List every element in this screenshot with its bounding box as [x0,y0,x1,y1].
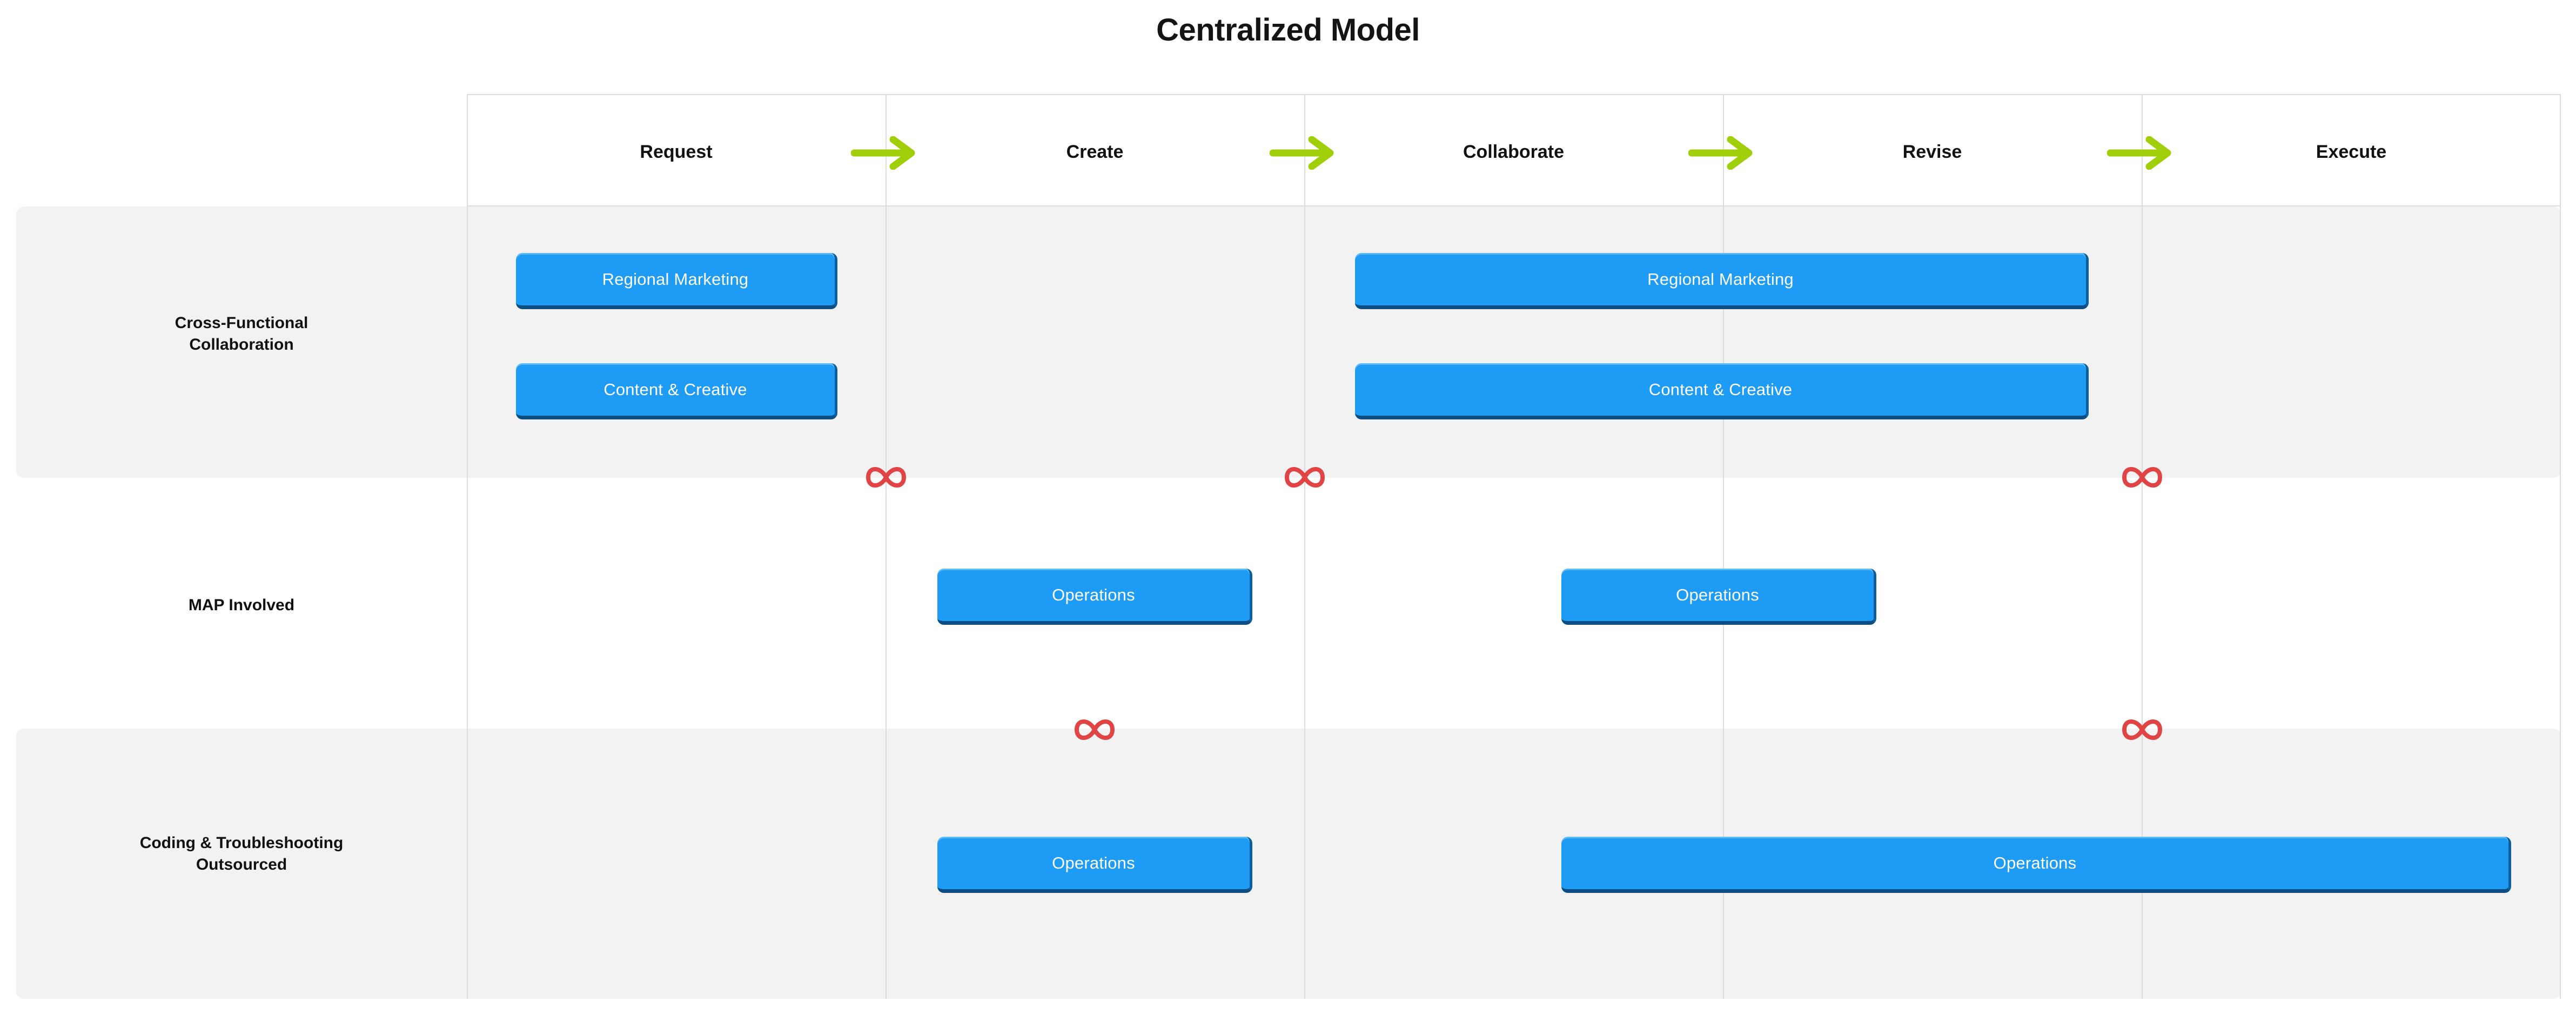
lane-label-line-1: MAP Involved [188,596,295,614]
lane-label-map-involved: MAP Involved [16,595,467,616]
task-bar-content-creative-request[interactable]: Content & Creative [516,363,837,419]
arrow-right-icon [1270,136,1340,170]
lane-label-line-1: Coding & Troubleshooting [139,834,344,852]
infinity-icon [1071,713,1118,746]
task-bar-operations-create-lane3[interactable]: Operations [937,837,1252,893]
task-bar-operations-collaborate[interactable]: Operations [1561,569,1876,625]
phase-header-revise[interactable]: Revise [1902,142,1962,162]
lane-band-cross-functional-collaboration [16,206,2561,478]
column-divider-create-collaborate [1304,94,1305,999]
column-divider-revise-execute [2142,94,2143,999]
infinity-icon [2119,461,2165,493]
arrow-right-icon [851,136,921,170]
column-divider-request-create [886,94,887,999]
lane-label-cross-functional-collaboration: Cross-Functional Collaboration [16,312,467,356]
column-divider-collaborate-revise [1723,94,1724,999]
task-bar-operations-collaborate-execute[interactable]: Operations [1561,837,2511,893]
task-bar-regional-marketing-collaborate-revise[interactable]: Regional Marketing [1355,253,2089,309]
lane-label-coding-troubleshooting-outsourced: Coding & Troubleshooting Outsourced [16,832,467,876]
infinity-icon [863,461,909,493]
phase-header-execute[interactable]: Execute [2316,142,2387,162]
arrow-right-icon [1688,136,1759,170]
lane-label-line-1: Cross-Functional [175,314,308,332]
phase-header-create[interactable]: Create [1066,142,1124,162]
header-underline [467,205,2561,206]
page-title: Centralized Model [1156,12,1420,48]
arrow-right-icon [2107,136,2177,170]
phase-header-collaborate[interactable]: Collaborate [1463,142,1565,162]
phase-header-request[interactable]: Request [640,142,713,162]
infinity-icon [1282,461,1328,493]
task-bar-operations-create[interactable]: Operations [937,569,1252,625]
lane-label-line-2: Collaboration [189,335,294,353]
task-bar-regional-marketing-request[interactable]: Regional Marketing [516,253,837,309]
infinity-icon [2119,713,2165,746]
lane-label-line-2: Outsourced [196,855,287,873]
task-bar-content-creative-collaborate-revise[interactable]: Content & Creative [1355,363,2089,419]
